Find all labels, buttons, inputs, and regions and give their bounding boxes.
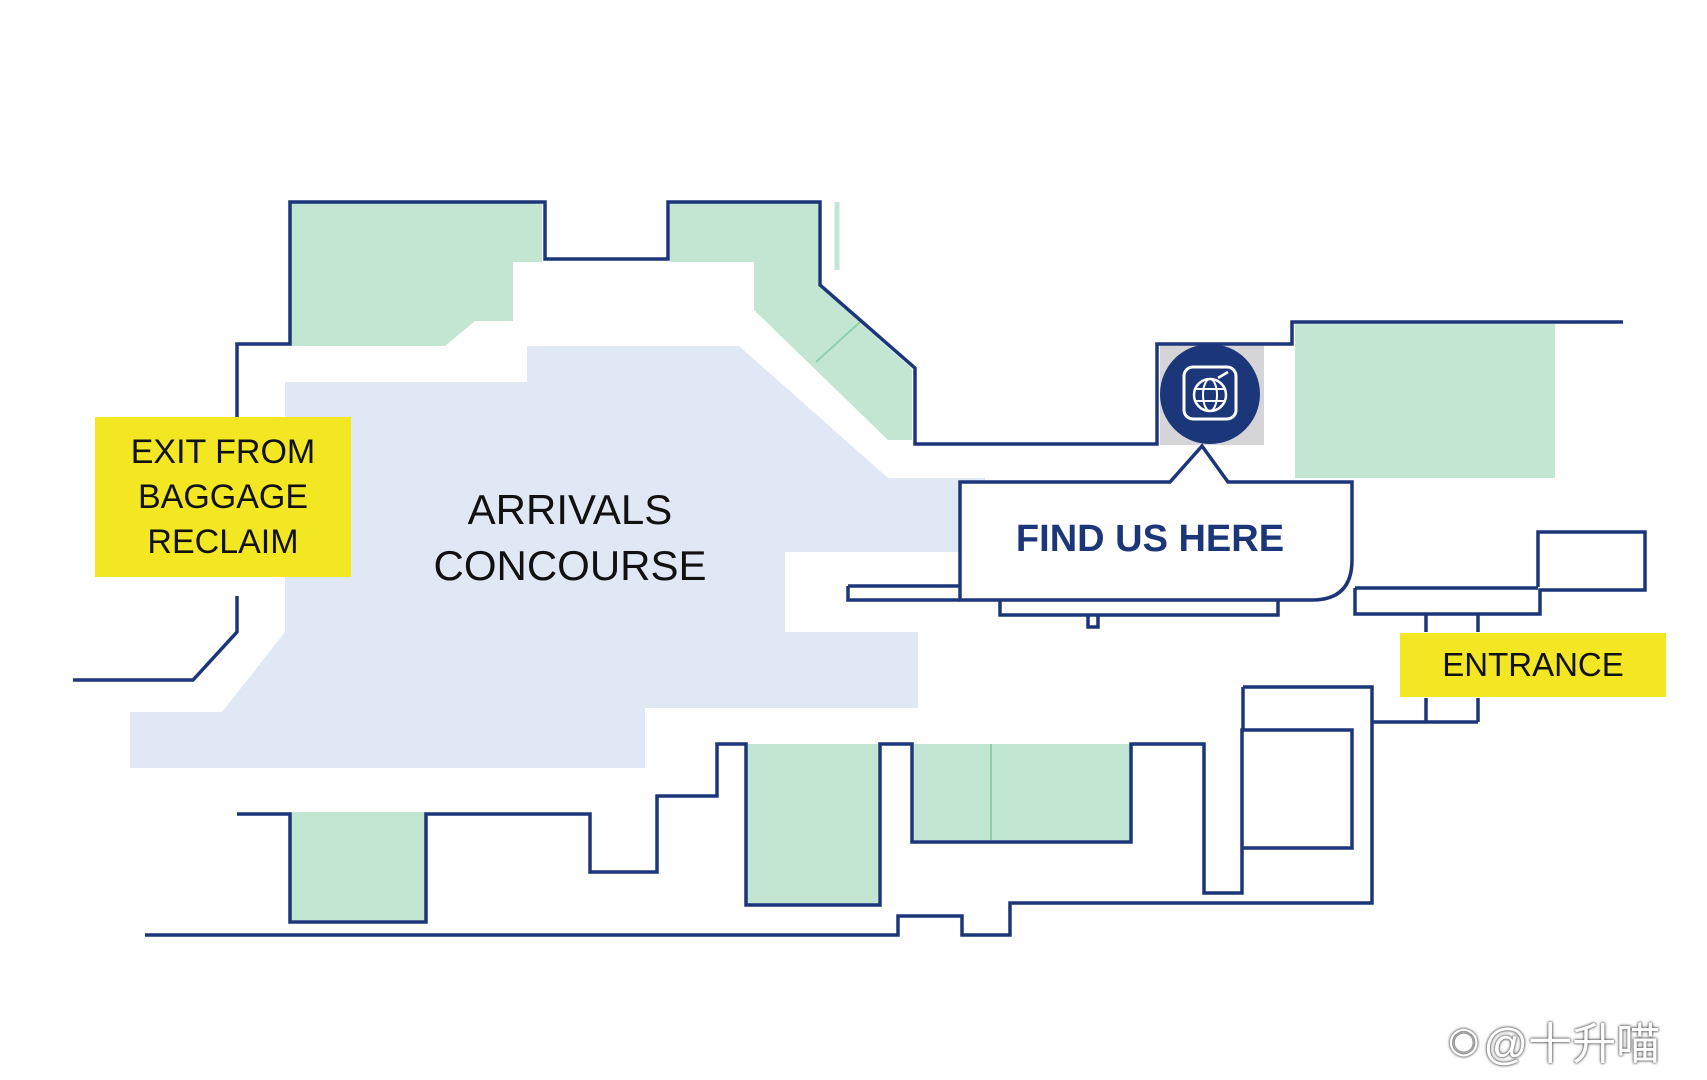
shop-top-left (290, 202, 542, 346)
exit-label-line: EXIT FROM (130, 432, 316, 471)
globe-pin-icon[interactable] (1160, 344, 1260, 444)
wall-stub (1086, 615, 1100, 629)
shop-top-middle (670, 202, 912, 440)
wall-bottom-inner (237, 728, 1354, 924)
wall-corridor-left (846, 586, 960, 602)
entrance-label-background (1400, 633, 1666, 697)
entrance-label: ENTRANCE (1400, 633, 1666, 697)
find-us-callout (958, 443, 1354, 602)
exit-label-line: RECLAIM (147, 522, 299, 561)
wall-right-entrance (1353, 530, 1647, 616)
shop-bottom-2 (746, 744, 878, 904)
exit-label-background (95, 417, 351, 577)
wall-right-block (145, 685, 1374, 937)
watermark: ◉ @十升喵 (1448, 1012, 1707, 1069)
shop-bottom-1 (290, 812, 426, 920)
shop-top-right (1295, 324, 1555, 478)
shop-bottom-3 (914, 744, 1130, 840)
watermark-text: @十升喵 (1483, 1020, 1661, 1069)
exit-label-line: BAGGAGE (137, 477, 309, 516)
arrivals-concourse-label: ARRIVALS CONCOURSE (395, 482, 745, 594)
shop-divider (815, 321, 861, 363)
wall-under-callout (998, 600, 1280, 617)
arrivals-label-line: CONCOURSE (433, 542, 707, 589)
find-us-here-label: FIND US HERE (1015, 518, 1285, 560)
entrance-label-text: ENTRANCE (1442, 646, 1624, 683)
arrivals-label-line: ARRIVALS (467, 486, 673, 533)
weibo-logo-icon: ◉ (1448, 1019, 1480, 1060)
exit-from-baggage-reclaim-label: EXIT FROM BAGGAGE RECLAIM (95, 417, 351, 577)
wall-top (235, 200, 1623, 446)
wall-left-lower (73, 596, 239, 682)
